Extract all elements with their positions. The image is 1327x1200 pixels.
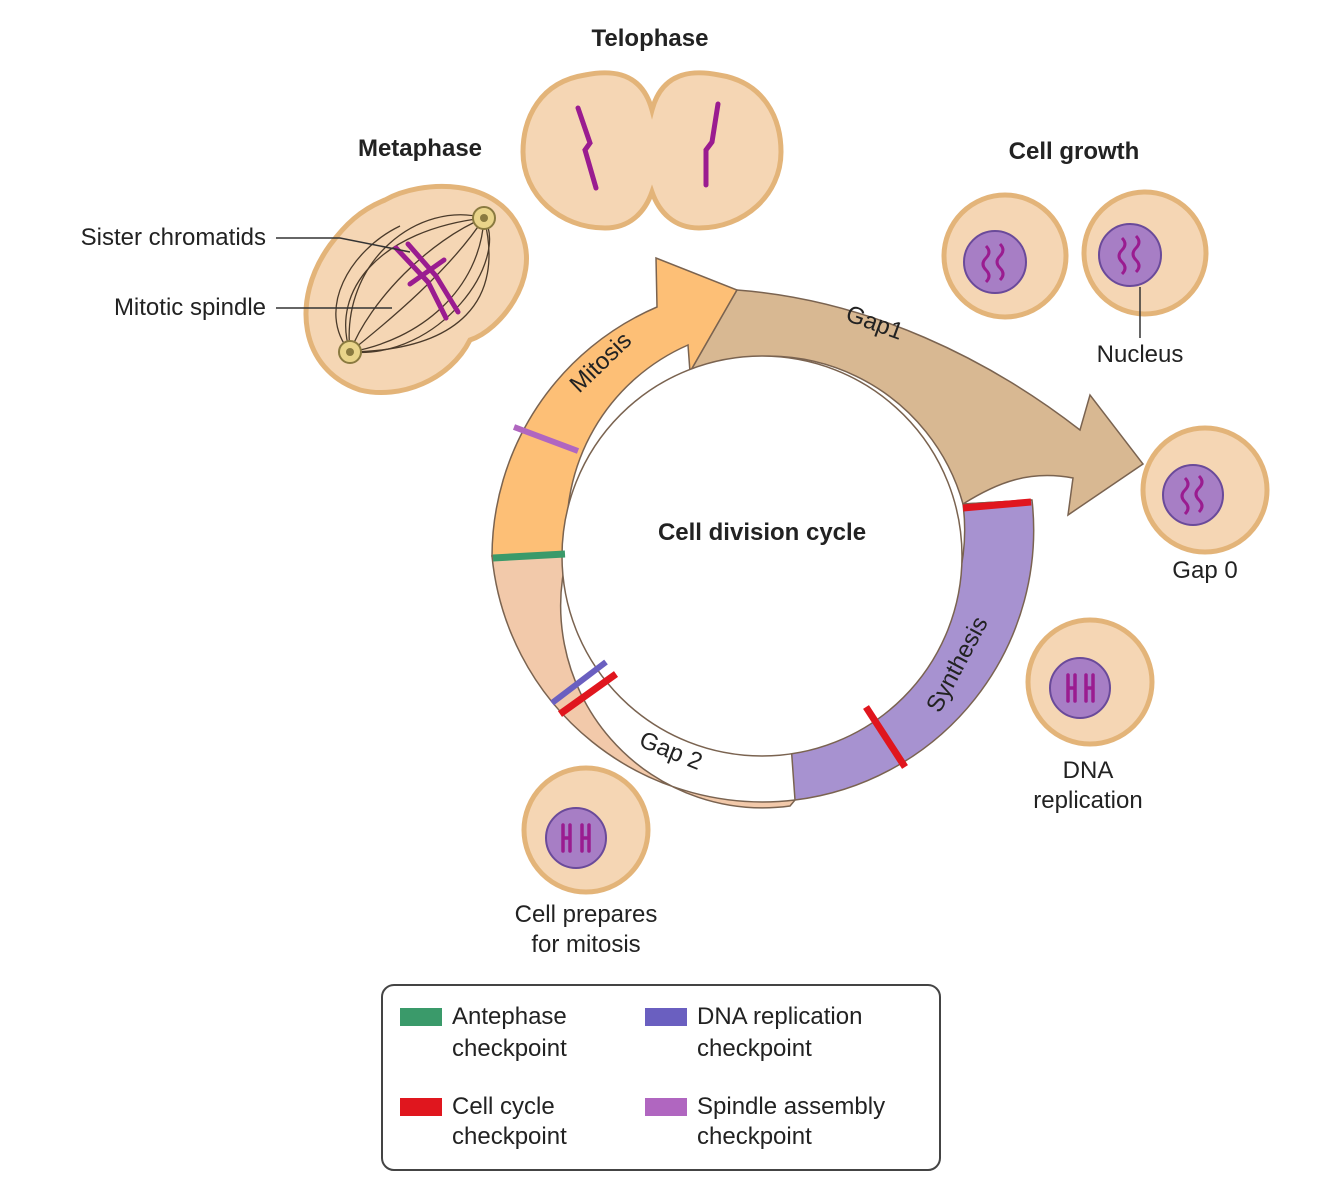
prepare-label-2: for mitosis xyxy=(531,931,640,958)
sister-chromatids-label: Sister chromatids xyxy=(81,224,266,251)
dna-replication-label-1: DNA xyxy=(1063,757,1114,784)
cell-cycle-checkpoint-bar-3 xyxy=(962,498,1032,512)
legend-swatch-cell-cycle xyxy=(400,1098,442,1116)
gap0-nucleus xyxy=(1162,464,1224,526)
center-title: Cell division cycle xyxy=(658,519,866,546)
sister-chromatids xyxy=(393,241,461,321)
metaphase-label: Metaphase xyxy=(358,135,482,162)
telophase-chromosome-right xyxy=(703,101,721,188)
telophase-label: Telophase xyxy=(592,25,709,52)
metaphase-cell: Metaphase Sister chromatids Mitotic spin… xyxy=(81,135,529,396)
nucleus-label: Nucleus xyxy=(1097,341,1184,368)
legend-text-antephase-2: checkpoint xyxy=(452,1035,567,1062)
dna-replication-group: DNA replication xyxy=(1025,617,1155,814)
prepare-nucleus xyxy=(545,807,607,869)
growth-nucleus-right xyxy=(1098,223,1162,287)
prepare-mitosis-group: Cell prepares for mitosis xyxy=(515,765,658,958)
gap0-chromatin xyxy=(1180,474,1204,516)
gap0-label: Gap 0 xyxy=(1172,557,1237,584)
antephase-checkpoint-bar xyxy=(492,550,566,562)
gap1-arrow xyxy=(688,289,1145,517)
legend-text-cell-cycle-1: Cell cycle xyxy=(452,1093,555,1120)
telophase-chromosome-left xyxy=(575,105,599,191)
legend-swatch-antephase xyxy=(400,1008,442,1026)
cell-cycle-checkpoint-bar-2 xyxy=(863,705,908,769)
prepare-label-1: Cell prepares xyxy=(515,901,658,928)
legend: Antephase checkpoint DNA replication che… xyxy=(381,984,941,1171)
sister-chromatids-leader xyxy=(276,237,411,253)
spindle-checkpoint-bar xyxy=(512,424,580,454)
legend-swatch-dna xyxy=(645,1008,687,1026)
legend-text-dna-2: checkpoint xyxy=(697,1035,812,1062)
cell-cycle-checkpoint-bar-1 xyxy=(557,671,619,717)
telophase-cell: Telophase xyxy=(520,25,784,231)
dna-replication-chromosomes xyxy=(1066,673,1095,703)
growth-nucleus-left xyxy=(963,230,1027,294)
legend-swatch-spindle xyxy=(645,1098,687,1116)
cell-growth-group: Cell growth Nucleus xyxy=(941,138,1209,368)
cell-growth-label: Cell growth xyxy=(1009,138,1140,165)
growth-chromatin-right xyxy=(1117,234,1141,276)
legend-box xyxy=(381,984,941,1171)
legend-text-antephase-1: Antephase xyxy=(452,1003,567,1030)
mitotic-spindle-label: Mitotic spindle xyxy=(114,294,266,321)
legend-text-spindle-1: Spindle assembly xyxy=(697,1093,885,1120)
gap2-segment xyxy=(491,551,797,809)
growth-chromatin-left xyxy=(981,242,1005,284)
cycle-ring: Mitosis Gap1 Synthesis Gap 2 Cell divisi… xyxy=(491,256,1145,809)
legend-text-cell-cycle-2: checkpoint xyxy=(452,1123,567,1150)
dna-checkpoint-bar xyxy=(550,659,608,706)
dna-replication-label-2: replication xyxy=(1033,787,1142,814)
prepare-chromosomes xyxy=(561,823,591,853)
cycle-center xyxy=(561,355,963,757)
gap0-cell-group: Gap 0 xyxy=(1140,425,1270,584)
dna-replication-nucleus xyxy=(1049,657,1111,719)
legend-text-spindle-2: checkpoint xyxy=(697,1123,812,1150)
legend-text-dna-1: DNA replication xyxy=(697,1003,862,1030)
mitosis-arrow xyxy=(491,256,739,557)
